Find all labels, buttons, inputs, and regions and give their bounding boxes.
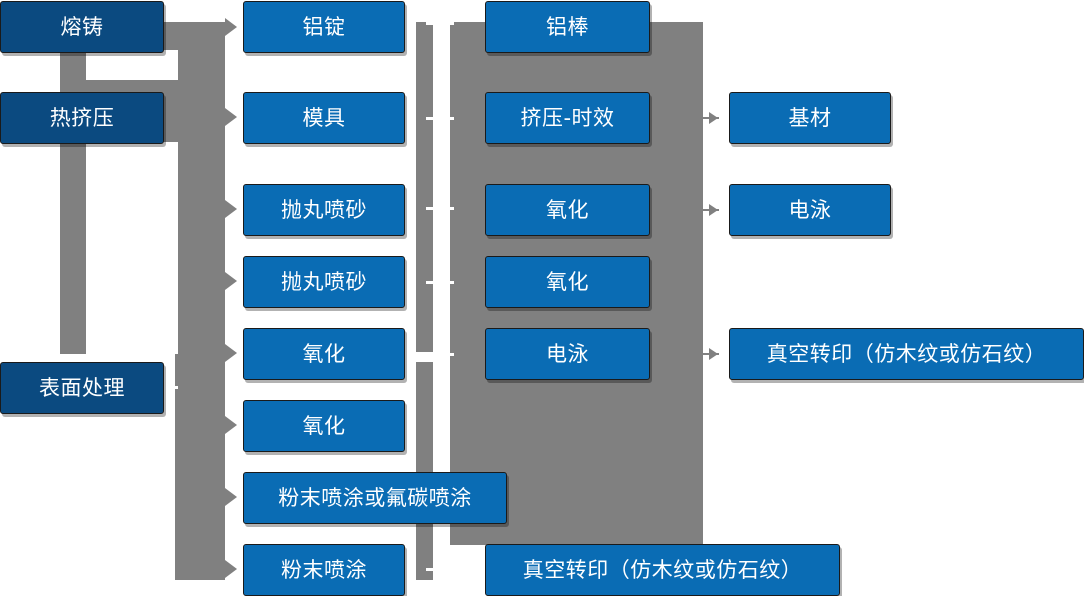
process-label-1: 铝棒	[546, 14, 589, 39]
connector-mask-stage-1	[0, 50, 178, 80]
output-label-3: 真空转印（仿木纹或仿石纹）	[766, 341, 1047, 366]
output-label-1: 基材	[788, 105, 832, 130]
output-arrow-head-1	[709, 112, 718, 124]
connector-stage-down-2	[60, 142, 86, 354]
input-label-2: 模具	[302, 105, 346, 130]
process-box-extrusion-aging[interactable]: 挤压-时效	[485, 92, 650, 144]
stage-box-surface-treatment[interactable]: 表面处理	[0, 362, 164, 414]
process-box-electrophoresis[interactable]: 电泳	[485, 328, 650, 380]
input-box-aluminium-ingot[interactable]: 铝锭	[243, 1, 405, 53]
process-box-aluminium-bar[interactable]: 铝棒	[485, 1, 650, 53]
connector-mask-stage-2	[0, 142, 178, 354]
input-box-shot-blasting-1[interactable]: 抛丸喷砂	[243, 184, 405, 236]
stage-surface-stub	[164, 386, 178, 389]
process-box-oxidation-2[interactable]: 氧化	[485, 256, 650, 308]
band-arrow-input-8	[225, 560, 237, 578]
output-label-2: 电泳	[788, 197, 832, 222]
input-box-oxidation-1[interactable]: 氧化	[243, 328, 405, 380]
stage-box-melting[interactable]: 熔铸	[0, 1, 164, 53]
rail-notch	[416, 352, 450, 362]
output-arrow-head-3	[709, 348, 718, 360]
process-label-4: 氧化	[546, 269, 589, 294]
input-label-4: 抛丸喷砂	[281, 269, 367, 294]
band-arrow-input-7	[225, 488, 237, 506]
process-label-2: 挤压-时效	[520, 105, 615, 130]
input-label-1: 铝锭	[302, 14, 346, 39]
output-box-electrophoresis[interactable]: 电泳	[729, 184, 891, 236]
rail-field-gap-lower	[433, 362, 450, 580]
input-box-mould[interactable]: 模具	[243, 92, 405, 144]
band-arrow-input-6	[225, 416, 237, 434]
process-label-6: 真空转印（仿木纹或仿石纹）	[522, 557, 803, 582]
process-box-oxidation-1[interactable]: 氧化	[485, 184, 650, 236]
input-label-3: 抛丸喷砂	[281, 197, 367, 222]
process-label-5: 电泳	[546, 341, 589, 366]
band-arrow-input-5	[225, 344, 237, 362]
stage-label-melting: 熔铸	[60, 14, 104, 39]
band-arrow-input-4	[225, 272, 237, 290]
input-box-powder-coating[interactable]: 粉末喷涂	[243, 544, 405, 596]
input-label-6: 氧化	[302, 413, 346, 438]
process-label-3: 氧化	[546, 197, 589, 222]
input-label-7: 粉末喷涂或氟碳喷涂	[278, 485, 472, 510]
input-box-powder-or-fluorocarbon-coating[interactable]: 粉末喷涂或氟碳喷涂	[243, 472, 507, 524]
connector-rail-vertical	[416, 22, 433, 580]
connector-stage-down-1	[60, 50, 86, 80]
band-arrow-input-3	[225, 200, 237, 218]
band-arrow-input-1	[225, 18, 237, 36]
input-label-8: 粉末喷涂	[281, 557, 367, 582]
output-arrow-head-2	[709, 204, 718, 216]
connector-band-stage-to-input	[175, 22, 225, 580]
band-arrow-input-2	[225, 108, 237, 126]
output-box-vacuum-transfer-printing[interactable]: 真空转印（仿木纹或仿石纹）	[729, 328, 1084, 380]
stage-label-surface-treatment: 表面处理	[39, 375, 125, 400]
input-box-oxidation-2[interactable]: 氧化	[243, 400, 405, 452]
input-label-5: 氧化	[302, 341, 346, 366]
process-box-vacuum-transfer-printing[interactable]: 真空转印（仿木纹或仿石纹）	[485, 544, 840, 596]
stage-box-hot-extrusion[interactable]: 热挤压	[0, 92, 164, 144]
output-box-substrate[interactable]: 基材	[729, 92, 891, 144]
rail-field-gap	[433, 22, 450, 352]
input-box-shot-blasting-2[interactable]: 抛丸喷砂	[243, 256, 405, 308]
stage-label-hot-extrusion: 热挤压	[49, 105, 115, 130]
